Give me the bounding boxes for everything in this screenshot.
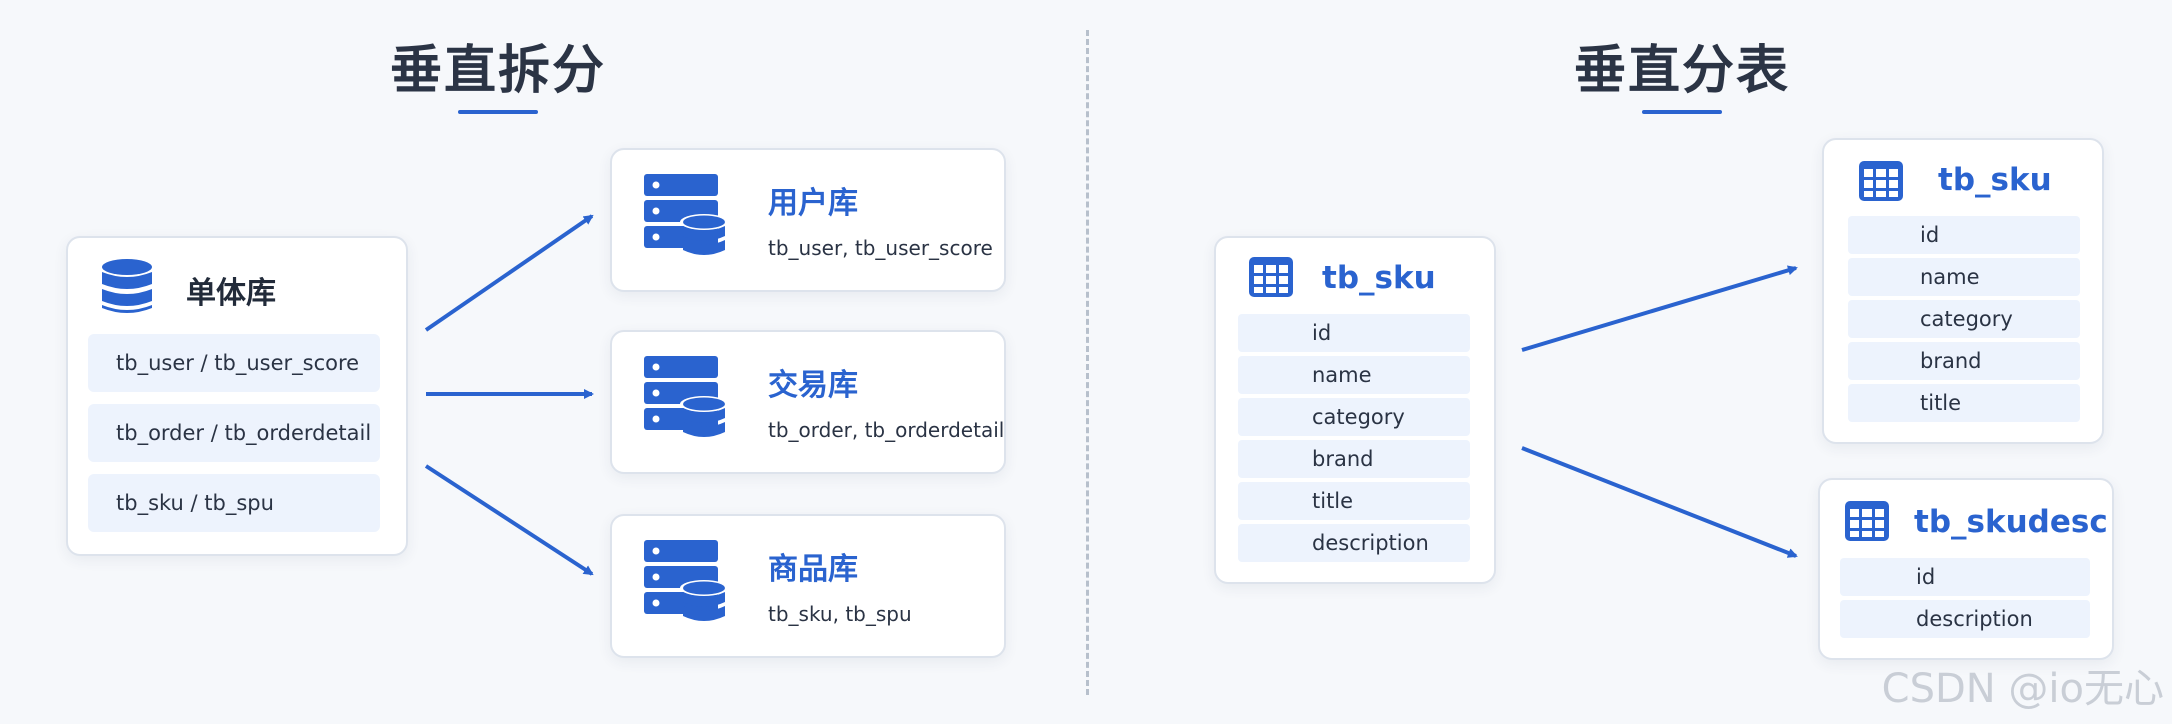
source-field-row: category	[1238, 398, 1470, 436]
product-db-tables: tb_sku, tb_spu	[768, 602, 912, 626]
arrow-to-tb-sku	[1521, 265, 1798, 352]
target-skudesc-field-row: description	[1840, 600, 2090, 638]
monolith-db-label: 单体库	[186, 276, 276, 311]
monolith-row: tb_sku / tb_spu	[88, 474, 380, 532]
source-field-row: description	[1238, 524, 1470, 562]
target-sku-field-row: id	[1848, 216, 2080, 254]
target-sku-field-row: title	[1848, 384, 2080, 422]
table-icon	[1249, 257, 1293, 297]
source-field-row: title	[1238, 482, 1470, 520]
target-skudesc-name: tb_skudesc	[1914, 504, 2108, 540]
target-sku-field-row: category	[1848, 300, 2080, 338]
section-divider	[1086, 30, 1089, 695]
source-table-name: tb_sku	[1322, 260, 1436, 296]
server-database-icon	[644, 174, 728, 255]
target-sku-name: tb_sku	[1938, 162, 2052, 198]
monolith-row: tb_user / tb_user_score	[88, 334, 380, 392]
table-icon	[1845, 501, 1889, 541]
source-field-row: brand	[1238, 440, 1470, 478]
vertical-table-split-title: 垂直分表	[1573, 41, 1790, 101]
trade-db-card	[610, 330, 1006, 474]
user-db-label: 用户库	[768, 186, 858, 221]
target-sku-field-row: name	[1848, 258, 2080, 296]
arrow-to-user-db	[424, 214, 594, 332]
monolith-row: tb_order / tb_orderdetail	[88, 404, 380, 462]
target-skudesc-field-row: id	[1840, 558, 2090, 596]
arrow-to-product-db	[424, 464, 594, 576]
trade-db-tables: tb_order, tb_orderdetail	[768, 418, 1005, 442]
target-sku-field-row: brand	[1848, 342, 2080, 380]
product-db-label: 商品库	[768, 552, 858, 587]
user-db-tables: tb_user, tb_user_score	[768, 236, 993, 260]
vertical-table-split-underline	[1642, 110, 1722, 114]
source-field-row: name	[1238, 356, 1470, 394]
source-field-row: id	[1238, 314, 1470, 352]
table-icon	[1859, 161, 1903, 201]
vertical-split-title: 垂直拆分	[389, 41, 606, 101]
trade-db-label: 交易库	[768, 368, 858, 403]
server-database-icon	[644, 356, 728, 437]
database-icon	[102, 259, 152, 313]
watermark: CSDN @io无心	[1881, 666, 2164, 712]
arrow-to-tb-skudesc	[1521, 446, 1798, 558]
server-database-icon	[644, 540, 728, 621]
vertical-split-underline	[458, 110, 538, 114]
